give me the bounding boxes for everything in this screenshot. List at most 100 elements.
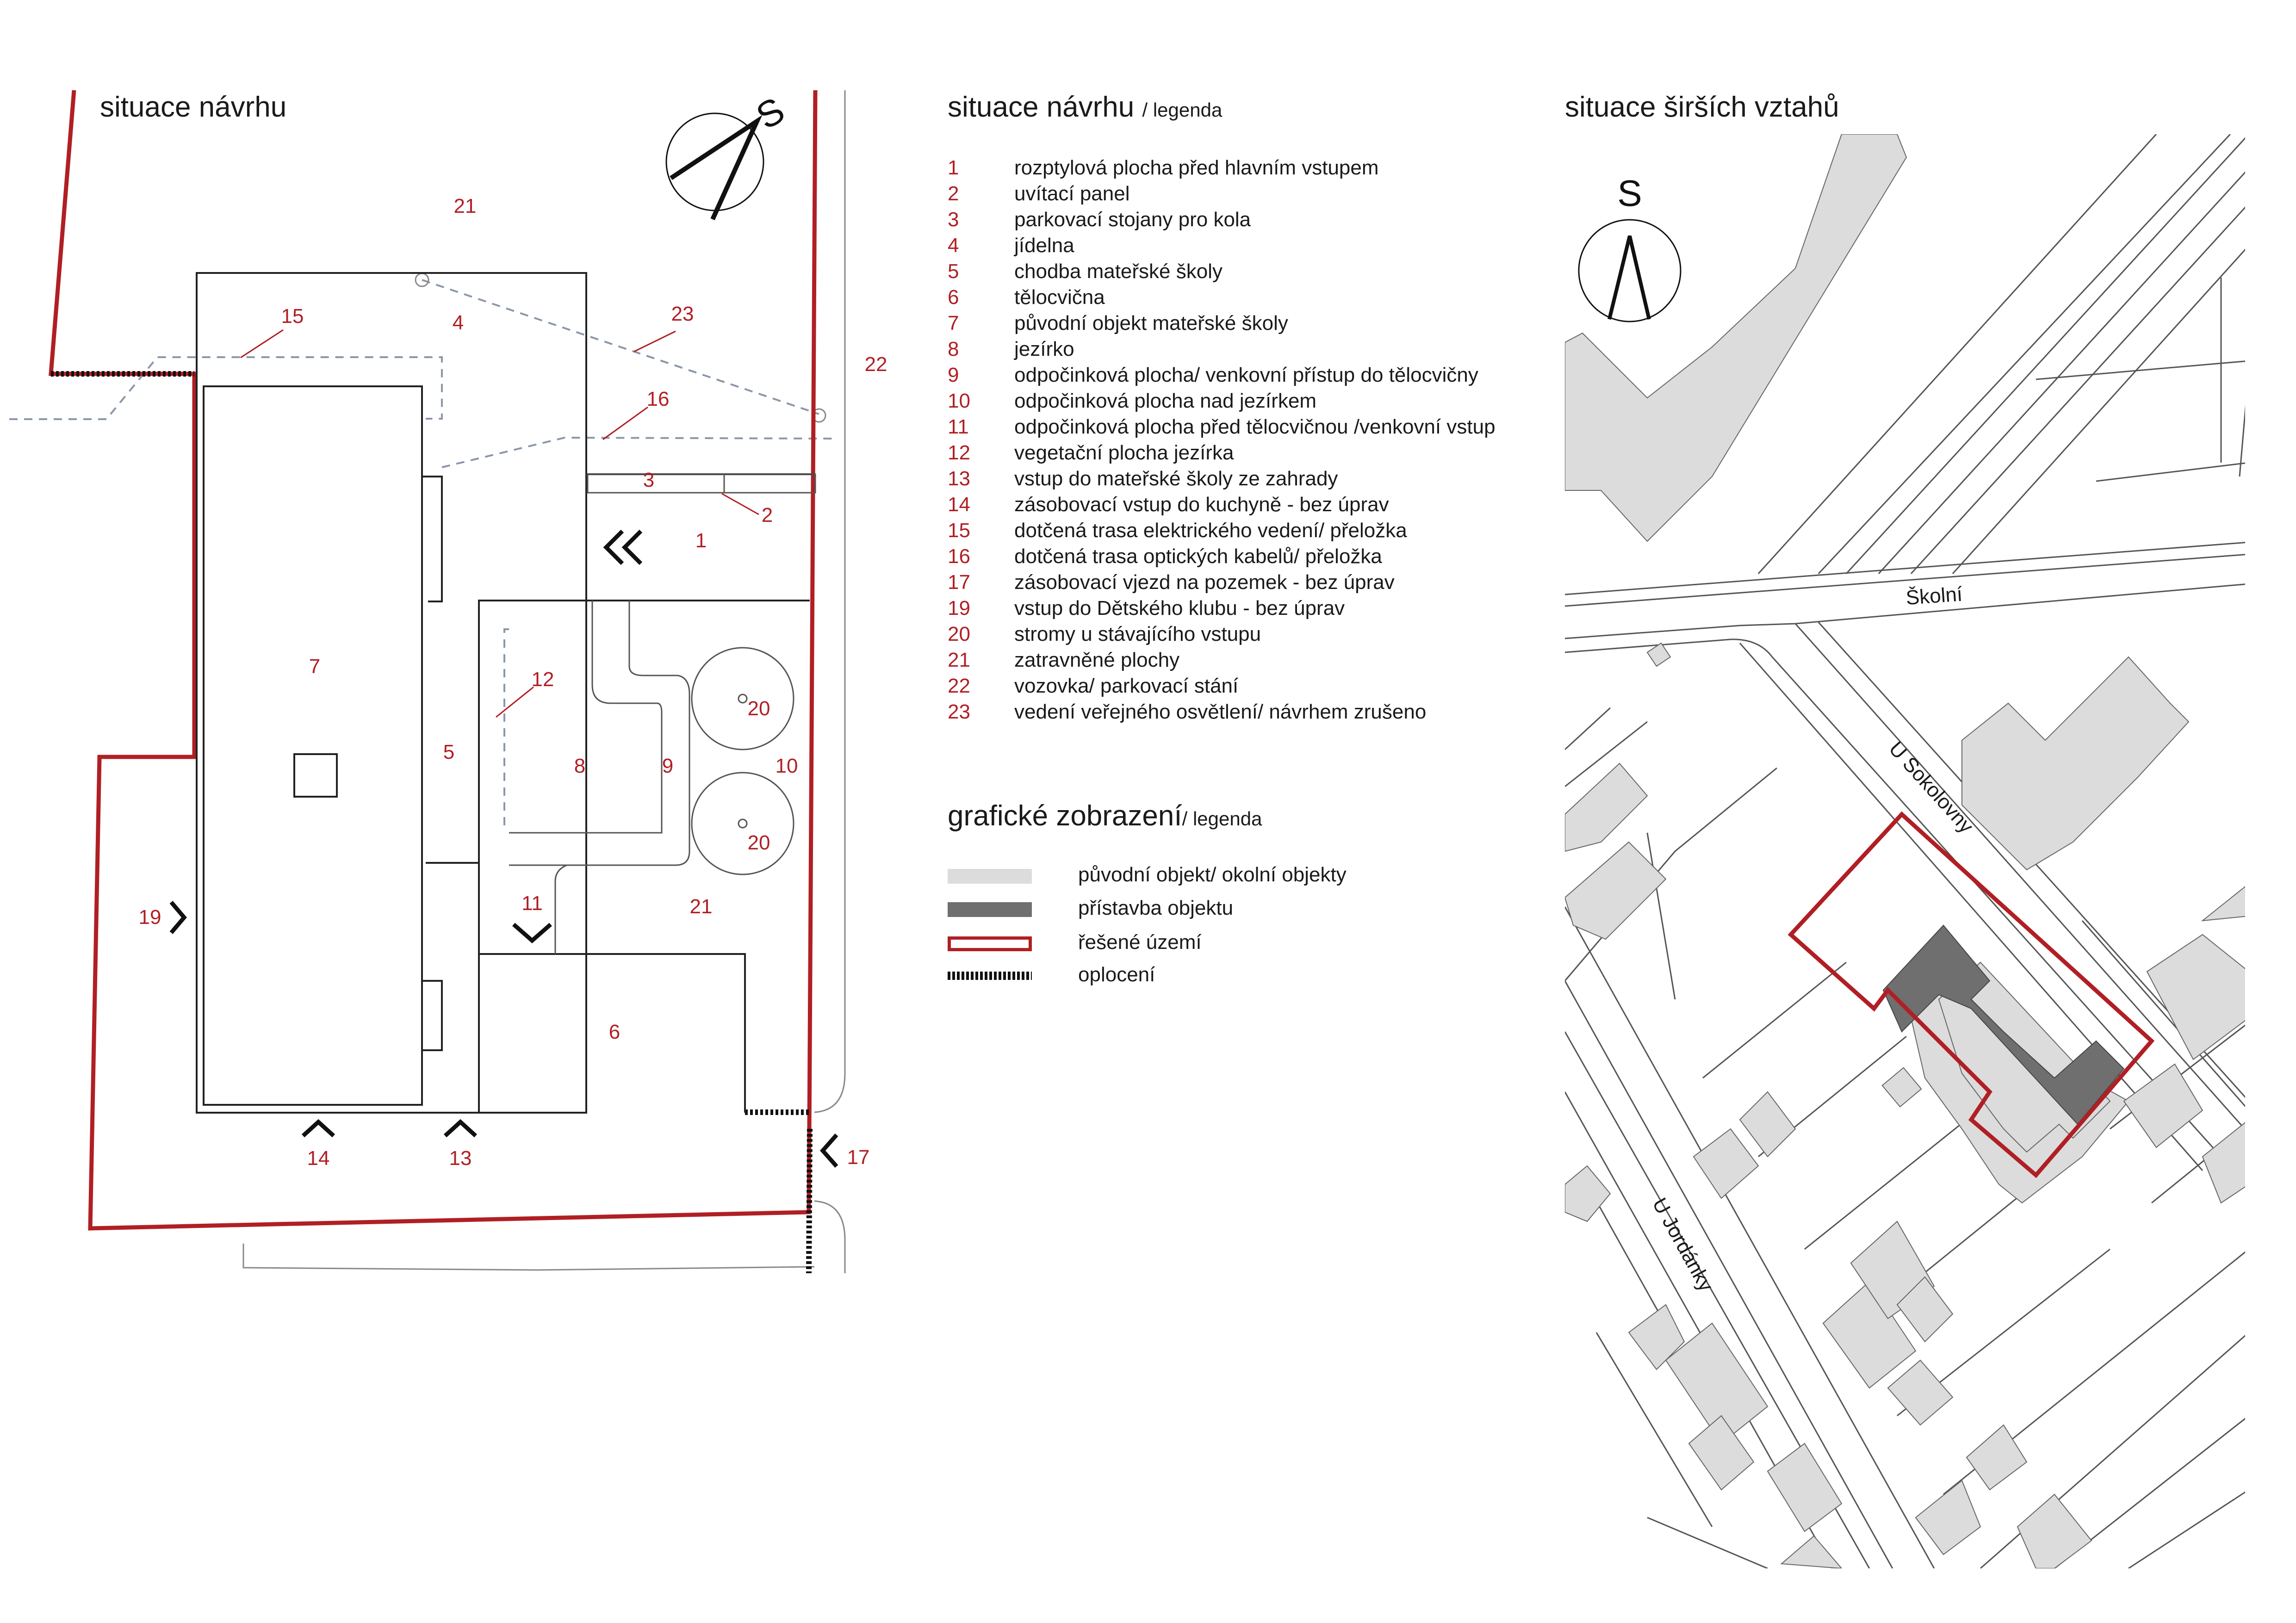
site-label-14: 14 <box>307 1147 330 1170</box>
fence-gate <box>806 1128 813 1274</box>
legend-num: 14 <box>948 493 970 516</box>
graphic-legend-text: řešené území <box>1078 931 1202 954</box>
legend-text: dotčená trasa optických kabelů/ přeložka <box>1014 545 1382 568</box>
legend-text: uvítací panel <box>1014 182 1130 205</box>
site-label-10: 10 <box>776 755 798 777</box>
legend-num: 10 <box>948 390 970 412</box>
site-label-2: 2 <box>762 504 773 527</box>
site-label-8: 8 <box>574 755 585 777</box>
legend-num: 4 <box>948 234 959 257</box>
legend-text: zatravněné plochy <box>1014 649 1180 671</box>
pond-vegetation <box>503 628 509 828</box>
site-label-23: 23 <box>671 303 694 325</box>
site-plan-title: situace návrhu <box>100 91 287 123</box>
legend-text: odpočinková plocha/ venkovní přístup do … <box>1014 364 1478 386</box>
entrance-17-marker <box>819 1134 838 1168</box>
site-label-1: 1 <box>695 529 707 552</box>
legend-num: 21 <box>948 649 970 671</box>
legend-title-text: situace návrhu <box>948 91 1135 123</box>
legend-num: 13 <box>948 467 970 490</box>
legend-text: chodba mateřské školy <box>1014 260 1222 283</box>
site-label-20a: 20 <box>748 697 770 720</box>
entrance-1-marker <box>603 529 643 565</box>
legend-title: situace návrhu / legenda <box>948 91 1222 124</box>
context-plan-title: situace širších vztahů <box>1565 91 1839 123</box>
site-label-22: 22 <box>865 353 887 376</box>
legend-num: 2 <box>948 182 959 205</box>
legend-num: 20 <box>948 623 970 645</box>
legend-num: 11 <box>948 415 969 438</box>
graphic-legend-text: přístavba objektu <box>1078 897 1234 919</box>
legend-num: 6 <box>948 286 959 309</box>
electric-line <box>9 356 443 420</box>
legend-num: 22 <box>948 675 970 697</box>
site-label-21b: 21 <box>690 895 713 918</box>
legend-num: 5 <box>948 260 959 283</box>
legend-text: vozovka/ parkovací stání <box>1014 675 1239 697</box>
legend-text: odpočinková plocha před tělocvičnou /ven… <box>1014 415 1496 438</box>
graphic-legend-subtitle: / legenda <box>1182 808 1262 830</box>
existing-building-swatch <box>948 869 1032 884</box>
site-label-9: 9 <box>662 755 673 777</box>
legend-text: zásobovací vjezd na pozemek - bez úprav <box>1014 571 1395 594</box>
site-label-11: 11 <box>521 892 543 915</box>
entrance-14-marker <box>301 1119 335 1138</box>
context-north-label: S <box>1617 173 1642 214</box>
legend-text: jídelna <box>1014 234 1074 257</box>
surrounding-buildings <box>1565 134 2245 1568</box>
site-label-16: 16 <box>647 388 670 410</box>
context-site-boundary <box>1787 811 2155 1178</box>
legend-num: 1 <box>948 156 959 179</box>
site-label-4: 4 <box>453 311 464 334</box>
graphic-legend-title: grafické zobrazení/ legenda <box>948 799 1262 832</box>
legend-num: 12 <box>948 441 970 464</box>
graphic-legend-title-text: grafické zobrazení <box>948 800 1182 832</box>
site-plan-north-arrow <box>665 112 764 221</box>
entrance-13-marker <box>443 1119 478 1138</box>
legend-text: dotčená trasa elektrického vedení/ přelo… <box>1014 519 1407 542</box>
site-label-6: 6 <box>609 1021 620 1043</box>
legend-num: 19 <box>948 597 970 619</box>
site-label-17: 17 <box>847 1146 870 1169</box>
street-u-jordanky: U Jordánky <box>1648 1194 1718 1295</box>
legend-text: jezírko <box>1014 338 1074 360</box>
fence-swatch <box>948 972 1032 980</box>
lighting-line <box>422 279 819 415</box>
entrance-11-marker <box>512 923 552 943</box>
extension-swatch <box>948 902 1032 917</box>
site-label-13: 13 <box>449 1147 472 1170</box>
legend-num: 15 <box>948 519 970 542</box>
context-north-arrow <box>1578 219 1682 322</box>
legend-text: vegetační plocha jezírka <box>1014 441 1234 464</box>
legend-subtitle: / legenda <box>1142 99 1222 121</box>
legend-text: vstup do mateřské školy ze zahrady <box>1014 467 1338 490</box>
site-label-12: 12 <box>532 668 554 691</box>
site-label-20b: 20 <box>748 831 770 854</box>
street-skolni: Školní <box>1905 582 1963 609</box>
trees <box>691 647 794 875</box>
site-boundary <box>49 90 818 1231</box>
legend-num: 17 <box>948 571 970 594</box>
site-label-3: 3 <box>643 469 654 491</box>
legend-text: tělocvična <box>1014 286 1105 309</box>
site-label-7: 7 <box>309 655 320 678</box>
site-label-5: 5 <box>443 741 454 763</box>
legend-text: zásobovací vstup do kuchyně - bez úprav <box>1014 493 1389 516</box>
legend-text: odpočinková plocha nad jezírkem <box>1014 390 1317 412</box>
optical-line <box>441 436 833 468</box>
legend-num: 23 <box>948 700 970 723</box>
graphic-legend-text: oplocení <box>1078 963 1155 986</box>
legend-text: vedení veřejného osvětlení/ návrhem zruš… <box>1014 700 1427 723</box>
entrance-19-marker <box>169 901 187 934</box>
site-label-19: 19 <box>139 906 161 929</box>
legend-num: 8 <box>948 338 959 360</box>
site-label-15: 15 <box>281 305 304 328</box>
legend-text: stromy u stávajícího vstupu <box>1014 623 1261 645</box>
graphic-legend-text: původní objekt/ okolní objekty <box>1078 863 1347 886</box>
legend-text: původní objekt mateřské školy <box>1014 312 1288 335</box>
legend-num: 9 <box>948 364 959 386</box>
legend-num: 7 <box>948 312 959 335</box>
site-area-swatch <box>948 936 1032 951</box>
